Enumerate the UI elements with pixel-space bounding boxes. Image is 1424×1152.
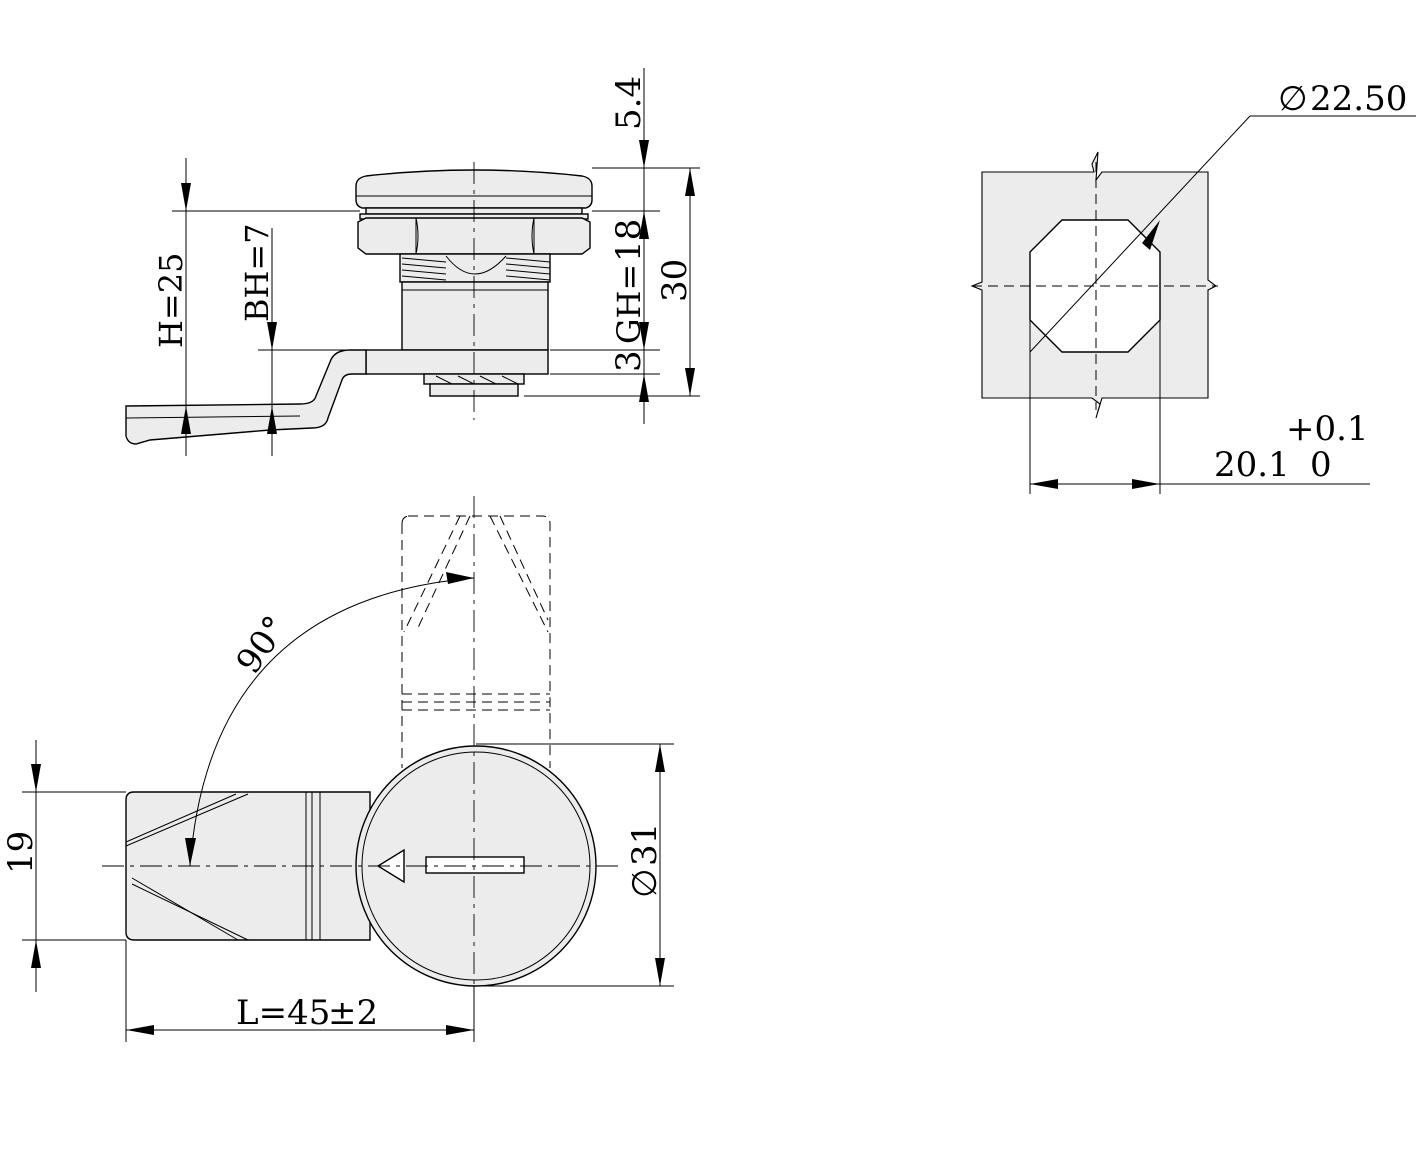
dim-length-tolerance: ±2 [328,993,378,1033]
dim-gh-label: GH= [610,264,648,344]
dim-gh-value: 3 [609,350,649,372]
cutout-hole [1029,219,1161,353]
panel-cutout-view: ∅ 22.50 20.1 +0.1 0 [970,79,1416,494]
dim-tol-upper: +0.1 [1286,409,1369,449]
dim-tol-lower: 0 [1310,445,1332,485]
dim-cutout-diameter: 22.50 [1310,79,1407,119]
knob-cap [355,169,593,209]
rotation-arc [189,577,475,867]
side-view: 5.4 18 GH= 3 30 H=25 BH=7 [125,68,700,456]
dim-length: L=45 [236,993,330,1033]
cam-rotated-position [401,515,551,768]
dim-total-height: 30 [655,259,695,302]
dim-head-diameter: 31 [625,823,665,866]
front-view: 90° 19 ∅ 31 L=45 ±2 [1,496,674,1042]
cam-arm-side [125,349,367,445]
dim-rotation: 90° [229,609,296,681]
dim-cutout-width: 20.1 [1214,445,1290,485]
dim-thread-length: 18 [609,219,649,262]
lock-body [401,281,549,351]
dim-height-19: 19 [1,831,41,874]
dim-cutout-diameter-symbol: ∅ [1278,79,1308,119]
dim-head-diameter-symbol: ∅ [625,868,665,898]
direction-arrow-icon [376,848,405,884]
dim-bh: BH=7 [238,223,276,322]
dim-h: H=25 [152,253,190,348]
key-slot [425,856,525,874]
dim-top-gap: 5.4 [609,76,649,130]
